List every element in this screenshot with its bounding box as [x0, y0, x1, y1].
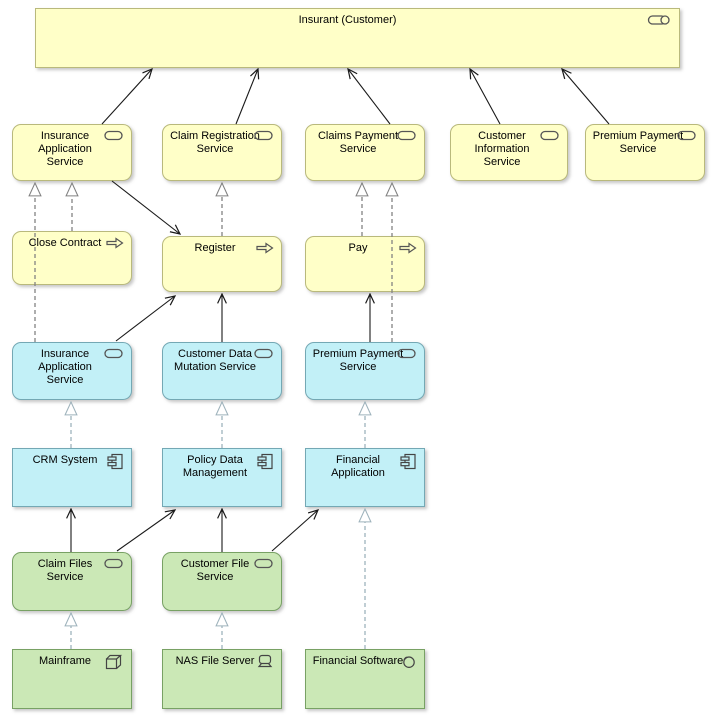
node-close-contract-process[interactable]: Close Contract	[12, 231, 132, 285]
node-customer-information-service[interactable]: Customer Information Service	[450, 124, 568, 181]
node-label: Pay	[348, 242, 368, 254]
process-icon	[256, 242, 274, 254]
node-label: CRM System	[32, 454, 98, 466]
serving-insurance-application-service-to-register	[111, 180, 180, 234]
component-icon	[107, 453, 123, 470]
service-icon	[397, 348, 417, 359]
node-insurance-application-service-app[interactable]: Insurance Application Service	[12, 342, 132, 400]
node-label: Insurance Application Service	[38, 348, 92, 386]
service-icon	[677, 130, 697, 141]
node-label: Customer File Service	[180, 558, 250, 583]
serving-claim-files-service-to-policy-data-management	[116, 510, 175, 552]
process-icon	[399, 242, 417, 254]
node-premium-payment-service-business[interactable]: Premium Payment Service	[585, 124, 705, 181]
node-nas-file-server[interactable]: NAS File Server	[162, 649, 282, 709]
node-insurance-application-service-business[interactable]: Insurance Application Service	[12, 124, 132, 181]
node-customer-file-service[interactable]: Customer File Service	[162, 552, 282, 611]
node-label: Register	[194, 242, 236, 254]
serving-app-insurance-service-to-register	[115, 296, 175, 342]
device-icon	[257, 654, 273, 668]
node-label: Premium Payment Service	[592, 130, 684, 155]
serving-customer-information-service-to-insurant	[470, 69, 501, 125]
serving-customer-file-service-to-financial-application	[271, 510, 318, 552]
node-claim-files-service[interactable]: Claim Files Service	[12, 552, 132, 611]
process-icon	[106, 237, 124, 249]
serving-claim-registration-service-to-insurant	[235, 69, 258, 125]
node-claims-payment-service[interactable]: Claims Payment Service	[305, 124, 425, 181]
node-label: Premium Payment Service	[312, 348, 404, 373]
system-software-icon	[401, 654, 416, 669]
node-label: Insurance Application Service	[38, 130, 92, 168]
serving-insurance-application-service-to-insurant	[101, 69, 152, 125]
role-icon	[647, 14, 671, 26]
node-mainframe[interactable]: Mainframe	[12, 649, 132, 709]
node-label: Claim Files Service	[37, 558, 93, 583]
node-label: Policy Data Management	[182, 454, 248, 479]
node-claim-registration-service[interactable]: Claim Registration Service	[162, 124, 282, 181]
node-label: Financial Application	[331, 454, 385, 479]
node-cube-icon	[105, 654, 122, 670]
node-premium-payment-service-app[interactable]: Premium Payment Service	[305, 342, 425, 400]
node-register-process[interactable]: Register	[162, 236, 282, 292]
node-policy-data-management[interactable]: Policy Data Management	[162, 448, 282, 507]
service-icon	[397, 130, 417, 141]
service-icon	[104, 558, 124, 569]
node-label: Close Contract	[28, 237, 102, 249]
node-label: NAS File Server	[175, 655, 255, 667]
node-label: Financial Software	[312, 655, 404, 667]
service-icon	[540, 130, 560, 141]
serving-premium-payment-service-to-insurant	[562, 69, 610, 125]
node-label: Claim Registration Service	[170, 130, 260, 155]
node-label: Insurant (Customer)	[298, 14, 397, 26]
node-label: Mainframe	[39, 655, 91, 667]
node-financial-software[interactable]: Financial Software	[305, 649, 425, 709]
serving-claims-payment-service-to-insurant	[348, 69, 391, 125]
node-pay-process[interactable]: Pay	[305, 236, 425, 292]
component-icon	[257, 453, 273, 470]
node-insurant-customer[interactable]: Insurant (Customer)	[35, 8, 680, 68]
component-icon	[400, 453, 416, 470]
node-customer-data-mutation-service[interactable]: Customer Data Mutation Service	[162, 342, 282, 400]
node-label: Customer Data Mutation Service	[174, 348, 256, 373]
service-icon	[104, 130, 124, 141]
node-crm-system[interactable]: CRM System	[12, 448, 132, 507]
node-label: Claims Payment Service	[317, 130, 399, 155]
node-financial-application[interactable]: Financial Application	[305, 448, 425, 507]
service-icon	[254, 558, 274, 569]
service-icon	[254, 348, 274, 359]
node-label: Customer Information Service	[474, 130, 530, 168]
service-icon	[104, 348, 124, 359]
service-icon	[254, 130, 274, 141]
